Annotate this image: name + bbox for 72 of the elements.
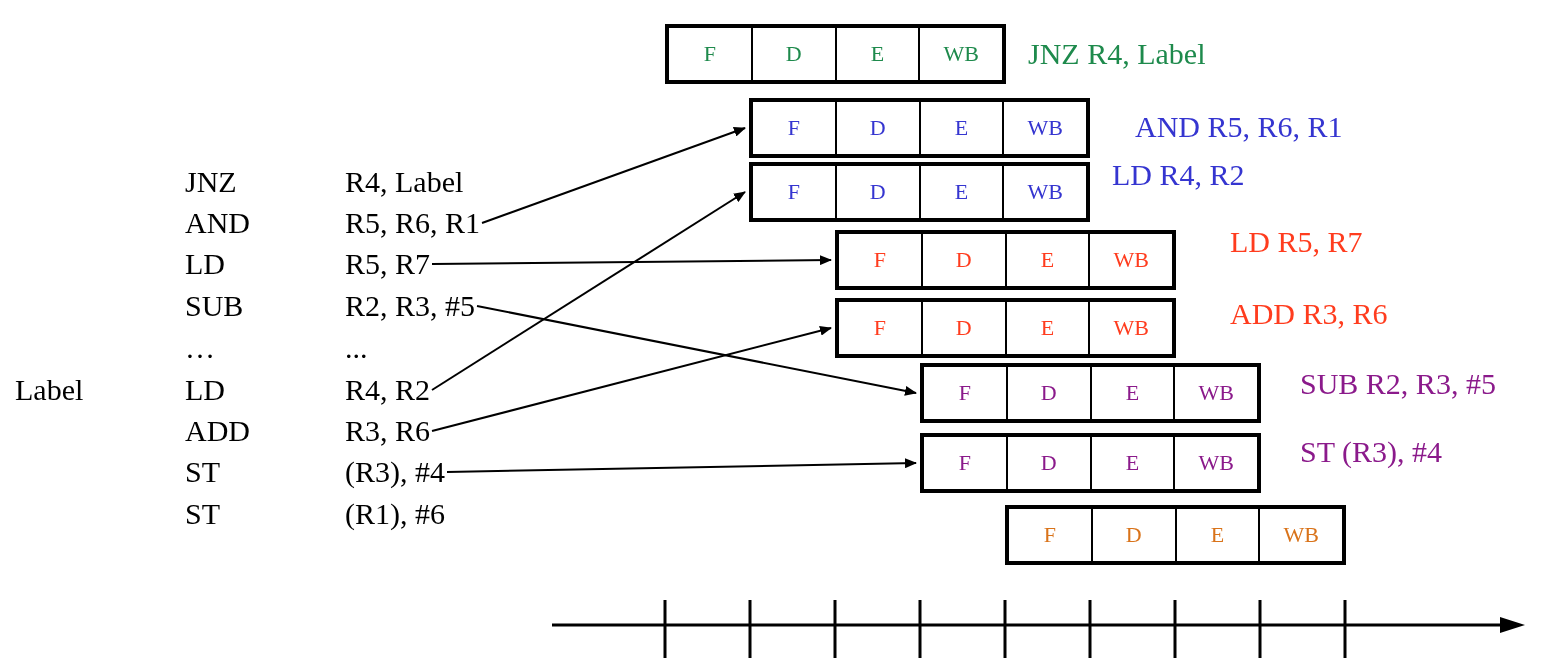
- arrow: [431, 325, 832, 432]
- pipeline-stage: WB: [1258, 509, 1342, 561]
- pipeline-stage: WB: [1173, 437, 1257, 489]
- instruction-opcode: SUB: [185, 289, 244, 323]
- instruction-operands: R4, R2: [345, 373, 431, 407]
- instruction-label: AND R5, R6, R1: [1135, 110, 1343, 144]
- pipeline-box: [835, 230, 1176, 290]
- instruction-opcode: ST: [185, 497, 220, 531]
- arrow: [476, 305, 917, 396]
- arrow: [431, 255, 832, 266]
- pipeline-stage: D: [834, 102, 919, 154]
- pipeline-stage: WB: [1173, 367, 1257, 419]
- pipeline-stage: D: [920, 234, 1005, 286]
- pipeline-box: [749, 98, 1090, 158]
- pipeline-stage: WB: [1002, 102, 1086, 154]
- instruction-opcode: JNZ: [185, 165, 237, 199]
- instruction-opcode: ST: [185, 455, 220, 489]
- instruction-operands: (R3), #4: [345, 455, 445, 489]
- pipeline-stage: WB: [1088, 302, 1172, 354]
- pipeline-stage: F: [957, 379, 972, 407]
- pipeline-stage: D: [1005, 367, 1090, 419]
- pipeline-stage: E: [1089, 367, 1174, 419]
- instruction-operands: R4, Label: [345, 165, 464, 199]
- branch-label: Label: [15, 373, 84, 407]
- pipeline-stage: D: [834, 166, 919, 218]
- pipeline-stage: D: [1005, 437, 1090, 489]
- pipeline-box: [920, 363, 1261, 423]
- pipeline-stage: E: [1004, 234, 1089, 286]
- arrow: [481, 127, 746, 224]
- pipeline-box: [1005, 505, 1346, 565]
- pipeline-stage: F: [957, 449, 972, 477]
- instruction-operands: R5, R7: [345, 247, 431, 281]
- instruction-operands: R2, R3, #5: [345, 289, 476, 323]
- pipeline-stage: E: [918, 166, 1003, 218]
- instruction-label: ST (R3), #4: [1300, 435, 1442, 469]
- instruction-opcode: LD: [185, 373, 225, 407]
- instruction-opcode: ADD: [185, 414, 250, 448]
- pipeline-stage: F: [872, 314, 887, 342]
- pipeline-stage: WB: [1088, 234, 1172, 286]
- arrow: [446, 458, 917, 473]
- pipeline-stage: WB: [918, 28, 1002, 80]
- pipeline-stage: F: [702, 40, 717, 68]
- pipeline-stage: E: [1004, 302, 1089, 354]
- instruction-label: JNZ R4, Label: [1028, 37, 1206, 71]
- instruction-label: SUB R2, R3, #5: [1300, 367, 1496, 401]
- instruction-opcode: LD: [185, 247, 225, 281]
- arrow: [431, 191, 746, 391]
- pipeline-stage: F: [1042, 521, 1057, 549]
- instruction-label: LD R5, R7: [1230, 225, 1363, 259]
- instruction-label: LD R4, R2: [1112, 158, 1245, 192]
- pipeline-stage: E: [1174, 509, 1259, 561]
- instruction-operands: R3, R6: [345, 414, 431, 448]
- instruction-label: ADD R3, R6: [1230, 297, 1388, 331]
- pipeline-stage: WB: [1002, 166, 1086, 218]
- pipeline-stage: E: [918, 102, 1003, 154]
- ellipsis: ...: [345, 331, 368, 365]
- pipeline-stage: E: [834, 28, 919, 80]
- pipeline-stage: E: [1089, 437, 1174, 489]
- pipeline-box: [835, 298, 1176, 358]
- instruction-operands: R5, R6, R1: [345, 206, 481, 240]
- pipeline-stage: F: [786, 178, 801, 206]
- pipeline-box: [665, 24, 1006, 84]
- ellipsis: …: [185, 331, 215, 365]
- instruction-operands: (R1), #6: [345, 497, 445, 531]
- pipeline-box: [920, 433, 1261, 493]
- pipeline-stage: F: [872, 246, 887, 274]
- pipeline-stage: F: [786, 114, 801, 142]
- pipeline-box: [749, 162, 1090, 222]
- pipeline-stage: D: [920, 302, 1005, 354]
- pipeline-stage: D: [750, 28, 835, 80]
- instruction-opcode: AND: [185, 206, 250, 240]
- pipeline-stage: D: [1090, 509, 1175, 561]
